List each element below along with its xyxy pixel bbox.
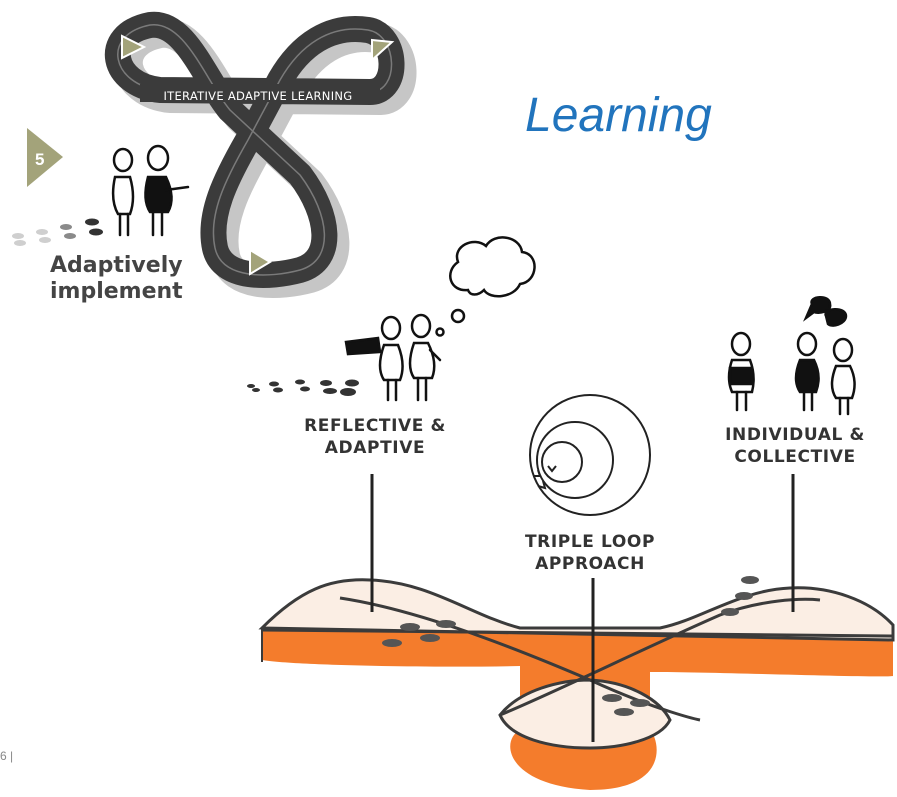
group-of-people-icon bbox=[727, 296, 856, 416]
triple-line2: APPROACH bbox=[535, 554, 645, 574]
iterative-loop-label: ITERATIVE ADAPTIVE LEARNING bbox=[163, 89, 353, 103]
loop-arrow-top-right bbox=[371, 38, 395, 63]
page-number: 6 | bbox=[0, 749, 14, 763]
reflective-adaptive-label: REFLECTIVE & ADAPTIVE bbox=[285, 415, 465, 459]
reflective-line2: ADAPTIVE bbox=[324, 438, 426, 458]
individual-collective-label: INDIVIDUAL & COLLECTIVE bbox=[705, 424, 885, 468]
step-badge bbox=[27, 128, 63, 187]
iterative-loop-road bbox=[104, 11, 417, 298]
two-people-icon-top bbox=[111, 144, 190, 237]
triple-loop-icon bbox=[529, 394, 651, 516]
slide-title: Learning bbox=[525, 89, 712, 142]
people-with-telescope-icon bbox=[344, 313, 442, 402]
step-number: 5 bbox=[35, 150, 45, 169]
loop-arrow-top-left bbox=[121, 34, 147, 60]
footprints-icon-left bbox=[12, 218, 103, 246]
landscape-base bbox=[258, 578, 895, 790]
loop-arrow-bottom bbox=[249, 248, 272, 276]
triple-loop-label: TRIPLE LOOP APPROACH bbox=[505, 531, 675, 575]
step-label: Adaptively implement bbox=[50, 253, 183, 305]
thought-cloud-icon bbox=[435, 236, 536, 337]
reflective-line1: REFLECTIVE & bbox=[304, 416, 446, 436]
footprints-icon-landscape bbox=[382, 576, 759, 716]
step-label-line2: implement bbox=[50, 279, 183, 304]
individual-line1: INDIVIDUAL & bbox=[725, 425, 865, 445]
step-label-line1: Adaptively bbox=[50, 253, 183, 278]
individual-line2: COLLECTIVE bbox=[734, 447, 856, 467]
footprints-icon-reflective bbox=[247, 379, 359, 396]
triple-line1: TRIPLE LOOP bbox=[524, 532, 656, 552]
